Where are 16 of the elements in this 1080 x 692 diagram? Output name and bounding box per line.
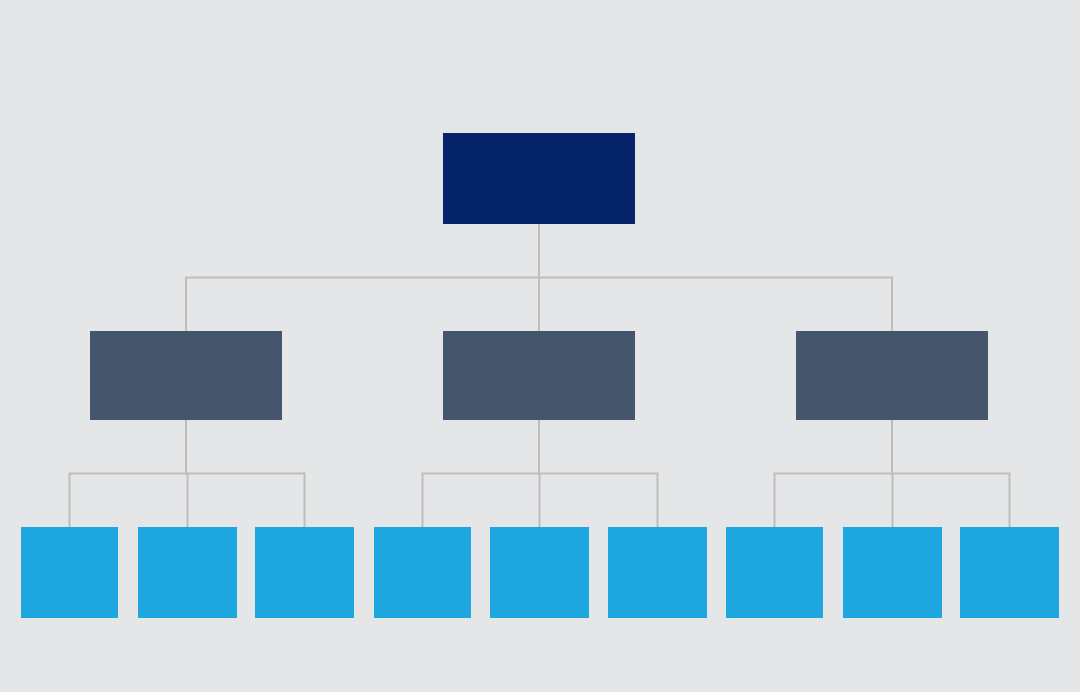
connector-line [891, 419, 1011, 528]
third-level-rectangle [255, 527, 354, 618]
second-level-rectangle [90, 331, 282, 420]
connector-line [185, 419, 306, 528]
third-level-rectangle [21, 527, 118, 618]
third-level-rectangle [843, 527, 942, 618]
third-level-rectangle [490, 527, 589, 618]
second-level-rectangle [796, 331, 988, 420]
third-level-rectangle [608, 527, 707, 618]
top-level-rectangle [443, 133, 635, 224]
third-level-rectangle [374, 527, 471, 618]
third-level-rectangle [138, 527, 237, 618]
second-level-rectangle [443, 331, 635, 420]
connector-line [538, 419, 659, 528]
third-level-rectangle [960, 527, 1059, 618]
third-level-rectangle [726, 527, 823, 618]
